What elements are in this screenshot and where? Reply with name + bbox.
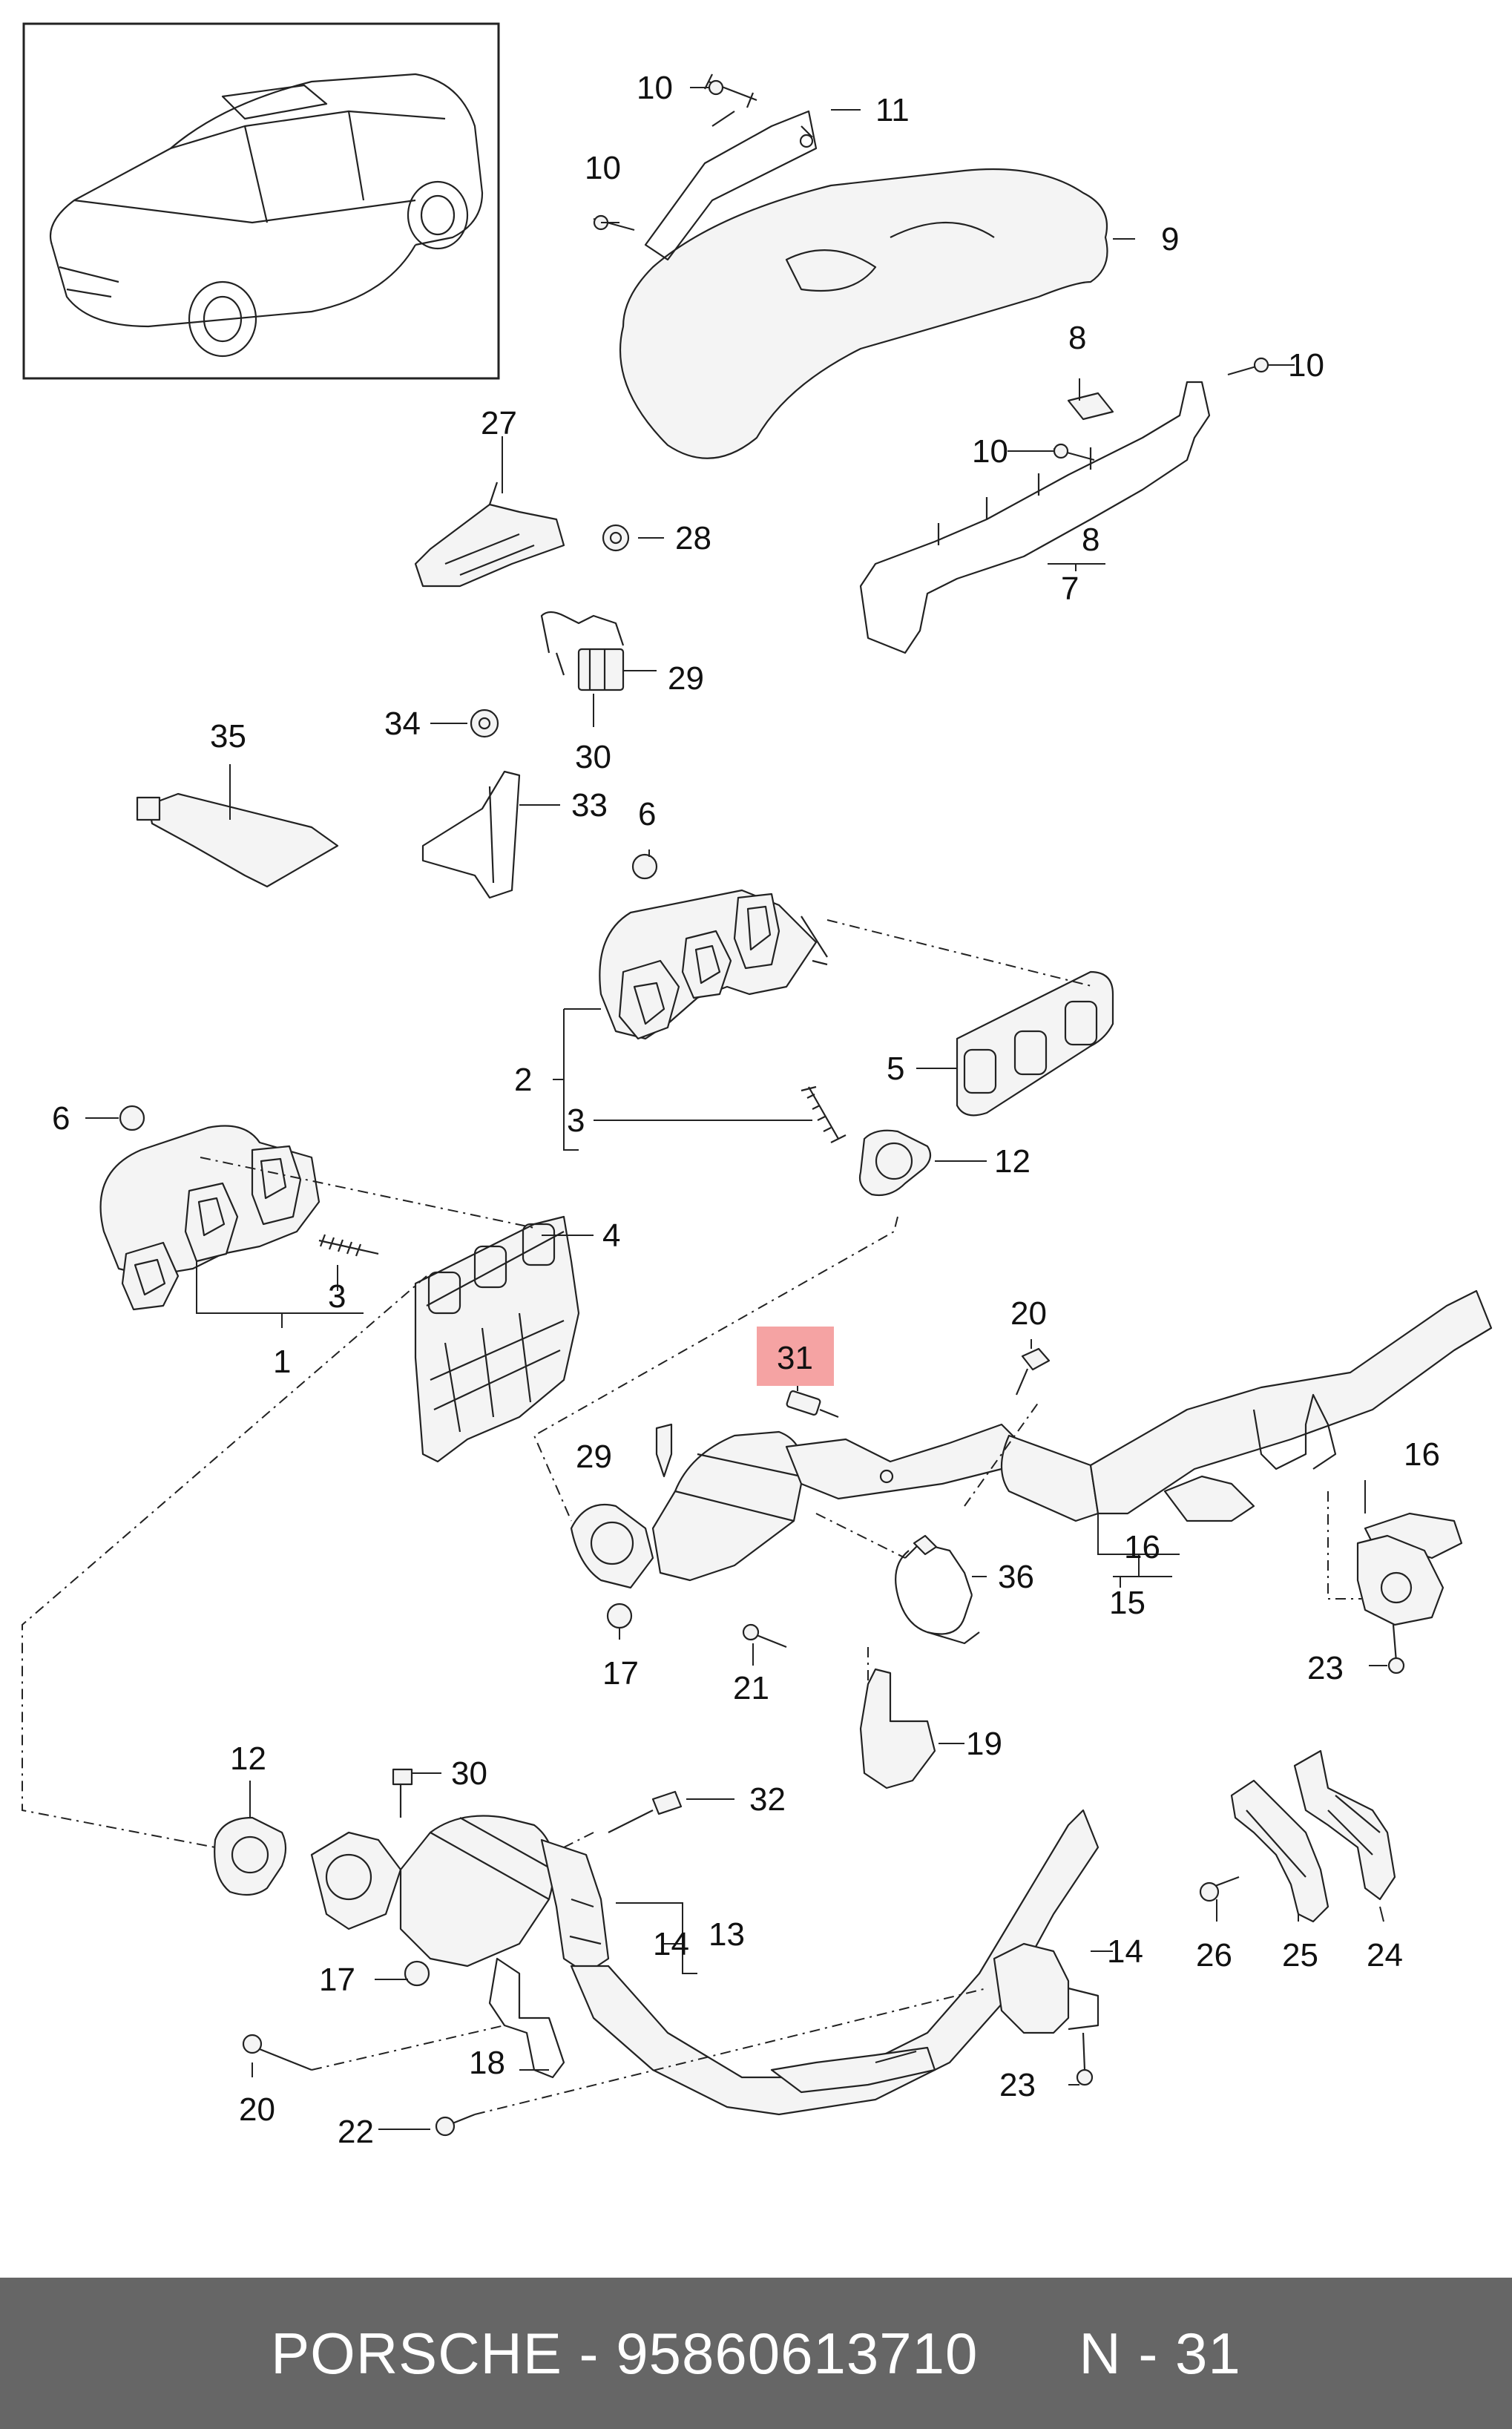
callout-34: 34 xyxy=(384,706,421,742)
callout-10: 10 xyxy=(585,150,621,186)
callout-3: 3 xyxy=(328,1278,346,1315)
sensor-part-29 xyxy=(655,1423,673,1478)
gasket-part-12-lower xyxy=(214,1816,287,1896)
bolt-part-32 xyxy=(608,1790,683,1833)
sensor-bracket-part-27 xyxy=(414,481,565,588)
bracket-part-18 xyxy=(488,1957,565,2079)
callout-35: 35 xyxy=(210,718,246,755)
bracket-part-11 xyxy=(644,110,818,261)
callout-14: 14 xyxy=(653,1926,689,1962)
callout-23: 23 xyxy=(1307,1650,1344,1686)
hanger-part-16 xyxy=(1356,1512,1463,1674)
bolt-part-20 xyxy=(1015,1347,1051,1396)
bolt-part-30 xyxy=(392,1768,413,1818)
bolt-part-26 xyxy=(1199,1876,1240,1902)
callout-28: 28 xyxy=(675,520,711,556)
callout-32: 32 xyxy=(749,1781,786,1818)
gasket-part-12 xyxy=(858,1129,932,1197)
callout-29: 29 xyxy=(576,1439,612,1475)
callout-19: 19 xyxy=(966,1726,1002,1762)
bolt-part-22 xyxy=(435,2113,476,2137)
callout-36: 36 xyxy=(998,1559,1034,1595)
bracket-part-19 xyxy=(742,1623,936,1789)
heat-shield-part-25 xyxy=(1230,1779,1329,1923)
part-number-caption: PORSCHE - 95860613710 N - 31 xyxy=(271,2320,1241,2386)
callout-17: 17 xyxy=(602,1655,639,1692)
callout-20: 20 xyxy=(239,2091,275,2128)
callout-33: 33 xyxy=(571,787,608,824)
callout-12: 12 xyxy=(994,1143,1031,1180)
stud-part-3-lower xyxy=(318,1234,379,1257)
callout-25: 25 xyxy=(1282,1937,1318,1973)
callout-2: 2 xyxy=(514,1062,532,1098)
clamp-part-36 xyxy=(895,1534,980,1645)
bracket-part-7 xyxy=(859,381,1211,654)
bolt-icon xyxy=(593,73,1269,461)
stud-part-3 xyxy=(801,1085,847,1143)
callout-14: 14 xyxy=(1107,1933,1143,1970)
callout-18: 18 xyxy=(469,2045,505,2081)
callout-6: 6 xyxy=(638,796,656,832)
callout-labels: 10 11 10 9 8 10 10 8 7 27 28 29 30 34 35… xyxy=(52,70,1440,2150)
callout-26: 26 xyxy=(1196,1937,1232,1973)
exhaust-system-diagram: 10 11 10 9 8 10 10 8 7 27 28 29 30 34 35… xyxy=(22,22,1493,2150)
callout-10: 10 xyxy=(637,70,673,106)
alignment-lines xyxy=(22,919,1361,2115)
callout-12: 12 xyxy=(230,1741,266,1777)
bracket-part-33 xyxy=(421,770,521,899)
callout-31: 31 xyxy=(777,1340,813,1376)
callout-10: 10 xyxy=(972,433,1008,470)
callout-15: 15 xyxy=(1109,1585,1145,1621)
leader-lines xyxy=(85,87,1387,2130)
callout-8: 8 xyxy=(1068,320,1086,356)
heat-shield-part-9 xyxy=(619,168,1108,459)
gasket-part-5 xyxy=(956,970,1114,1117)
sealant-tube-part-35 xyxy=(136,792,339,888)
callout-7: 7 xyxy=(1061,571,1079,607)
callout-21: 21 xyxy=(733,1670,769,1706)
callout-11: 11 xyxy=(875,92,910,128)
vehicle-inset xyxy=(22,22,500,380)
bolt-part-20-lower xyxy=(242,2034,312,2071)
callout-6: 6 xyxy=(52,1100,70,1137)
callout-24: 24 xyxy=(1367,1937,1403,1973)
callout-9: 9 xyxy=(1161,221,1179,257)
exhaust-pipe-part-14 xyxy=(570,1809,1100,2116)
sensor-part-31 xyxy=(786,1390,839,1419)
highlight-box xyxy=(757,1327,834,1386)
callout-30: 30 xyxy=(575,739,611,775)
catalytic-converter-part-13 xyxy=(310,1815,610,1975)
exhaust-manifold-part-2 xyxy=(599,889,828,1040)
callout-13: 13 xyxy=(709,1916,745,1953)
callout-4: 4 xyxy=(602,1217,620,1254)
connector-part-29 xyxy=(540,611,625,691)
callout-23: 23 xyxy=(999,2067,1036,2103)
nut-icon xyxy=(119,524,658,1987)
callout-20: 20 xyxy=(1010,1295,1047,1332)
callout-16: 16 xyxy=(1404,1436,1440,1473)
callout-17: 17 xyxy=(319,1962,355,1998)
callout-3: 3 xyxy=(567,1102,585,1139)
callout-8: 8 xyxy=(1082,522,1100,558)
callout-22: 22 xyxy=(338,2114,374,2150)
heat-shield-part-24 xyxy=(1293,1749,1396,1901)
callout-1: 1 xyxy=(273,1344,291,1380)
footer-bar: PORSCHE - 95860613710 N - 31 xyxy=(0,2278,1512,2429)
gasket-heat-plate-part-4 xyxy=(414,1215,580,1463)
callout-5: 5 xyxy=(887,1051,904,1087)
callout-27: 27 xyxy=(481,405,517,441)
callout-30: 30 xyxy=(451,1755,487,1792)
callout-16: 16 xyxy=(1124,1529,1160,1565)
callout-29: 29 xyxy=(668,660,704,697)
callout-10: 10 xyxy=(1288,347,1324,384)
exhaust-manifold-part-1 xyxy=(99,1125,321,1311)
catalytic-converter-part-15 xyxy=(570,1289,1493,1589)
hanger-part-14 xyxy=(993,1942,1100,2086)
